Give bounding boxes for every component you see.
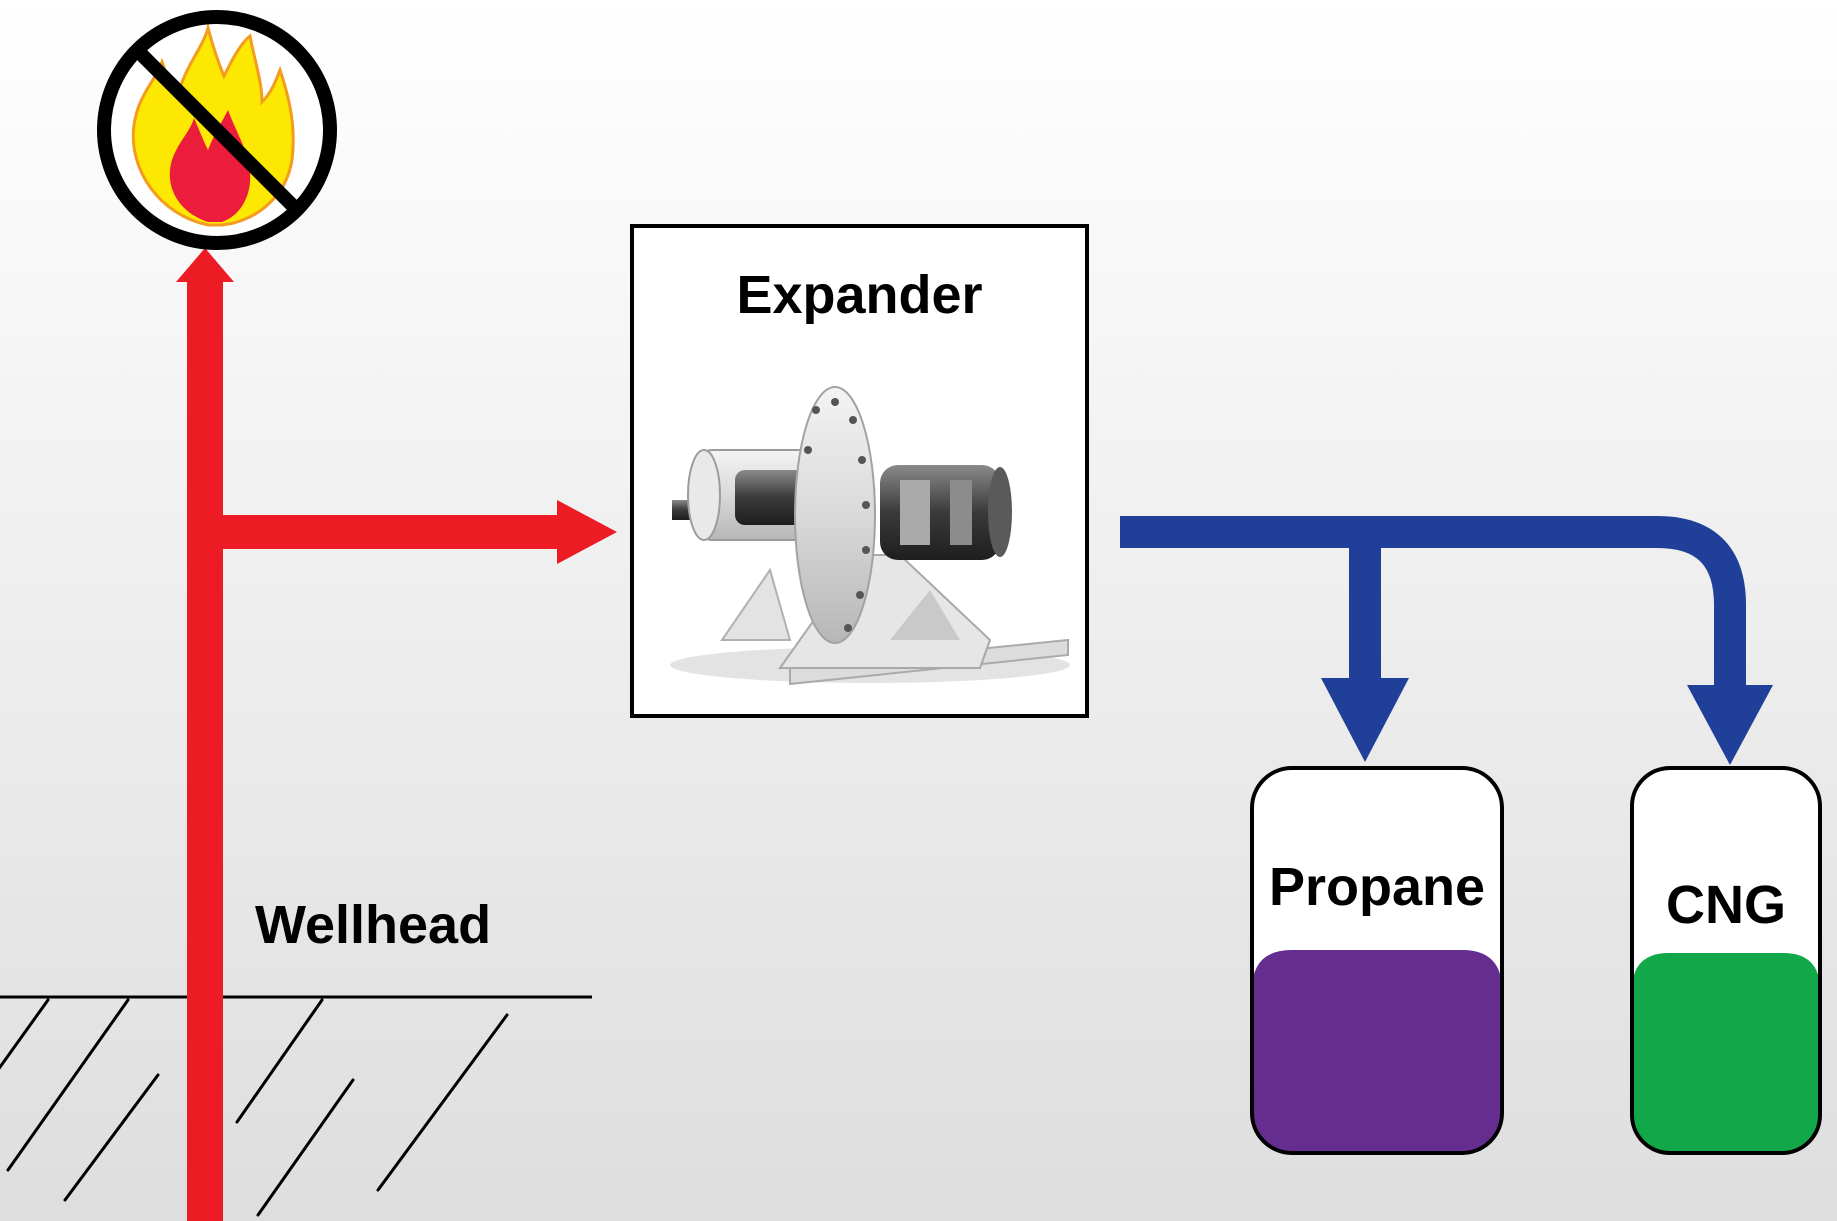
- expander-machine-icon: [670, 386, 1070, 686]
- propane-tank: [1250, 766, 1504, 1155]
- cng-label: CNG: [1666, 875, 1786, 935]
- ground-surface: [0, 995, 592, 1217]
- gas-line: [176, 248, 617, 1221]
- cng-tank: [1630, 766, 1822, 1155]
- no-flare-icon: [97, 10, 337, 250]
- product-line: [1120, 516, 1773, 765]
- wellhead-label: Wellhead: [255, 895, 492, 955]
- expander-label: Expander: [736, 265, 983, 325]
- propane-label: Propane: [1268, 857, 1486, 917]
